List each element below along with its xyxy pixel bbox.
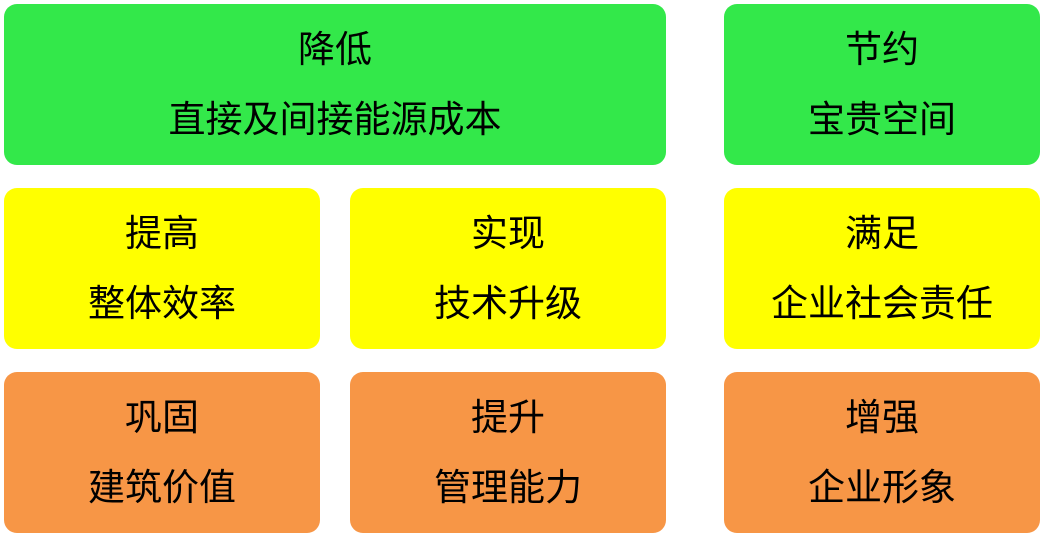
box-subtitle: 整体效率 xyxy=(88,282,236,325)
box-subtitle: 技术升级 xyxy=(434,282,582,325)
box-title: 降低 xyxy=(298,28,372,71)
benefit-improve-efficiency: 提高 整体效率 xyxy=(4,188,320,349)
box-subtitle: 企业形象 xyxy=(808,466,956,509)
box-subtitle: 宝贵空间 xyxy=(808,98,956,141)
box-title: 实现 xyxy=(471,212,545,255)
box-title: 提高 xyxy=(125,212,199,255)
box-subtitle: 建筑价值 xyxy=(88,466,236,509)
benefit-reduce-energy-cost: 降低 直接及间接能源成本 xyxy=(4,4,666,165)
box-title: 增强 xyxy=(845,396,919,439)
box-subtitle: 直接及间接能源成本 xyxy=(168,98,502,141)
benefit-building-value: 巩固 建筑价值 xyxy=(4,372,320,533)
box-title: 满足 xyxy=(845,212,919,255)
benefit-management-capability: 提升 管理能力 xyxy=(350,372,666,533)
box-title: 提升 xyxy=(471,396,545,439)
box-title: 巩固 xyxy=(125,396,199,439)
benefit-social-responsibility: 满足 企业社会责任 xyxy=(724,188,1040,349)
benefit-save-space: 节约 宝贵空间 xyxy=(724,4,1040,165)
box-title: 节约 xyxy=(845,28,919,71)
box-subtitle: 企业社会责任 xyxy=(771,282,993,325)
benefit-corporate-image: 增强 企业形象 xyxy=(724,372,1040,533)
benefit-tech-upgrade: 实现 技术升级 xyxy=(350,188,666,349)
box-subtitle: 管理能力 xyxy=(434,466,582,509)
